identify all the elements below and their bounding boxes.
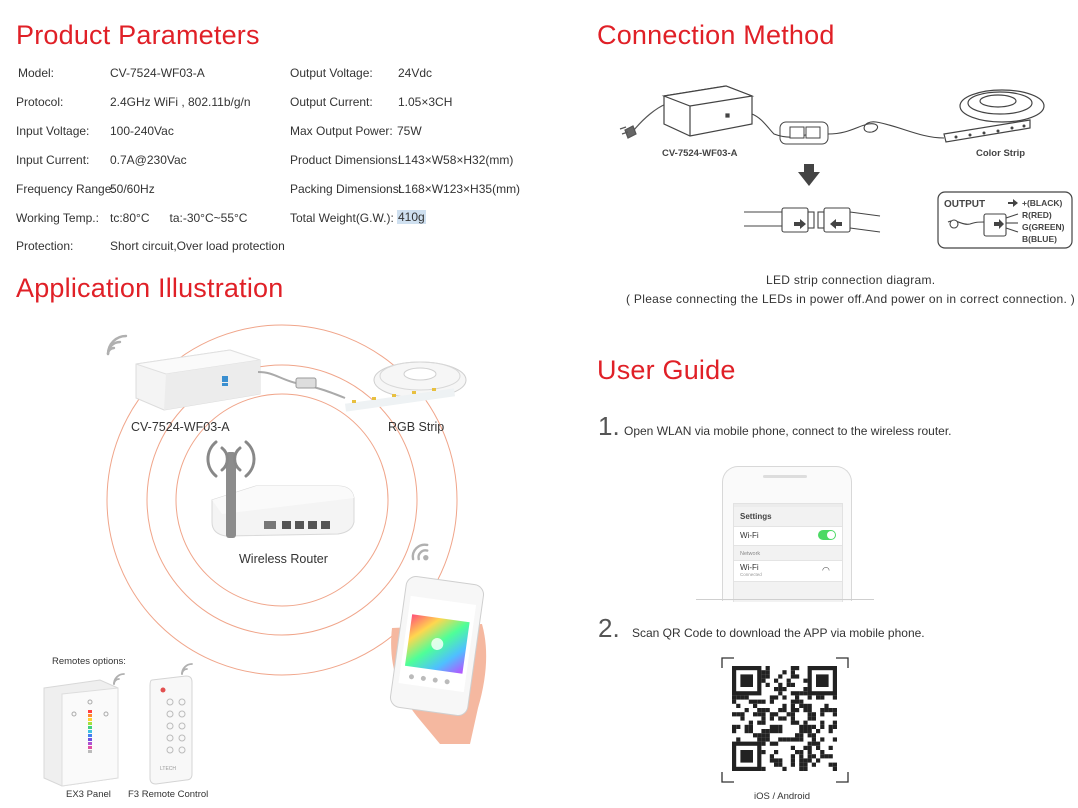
param-label-input-voltage: Input Voltage: (16, 124, 90, 138)
controller-box-image (135, 349, 261, 411)
connection-controller-label: CV-7524-WF03-A (662, 148, 738, 159)
user-guide-heading: User Guide (597, 355, 736, 385)
remotes-wifi-icon (113, 673, 125, 685)
network-row[interactable]: Wi-Fi Connected ◠ (734, 560, 842, 582)
param-label-protocol: Protocol: (16, 95, 64, 109)
illustration-controller-label: CV-7524-WF03-A (131, 420, 230, 434)
router-image (211, 452, 355, 538)
remotes-options-title: Remotes options: (52, 656, 126, 667)
connection-note: ( Please connecting the LEDs in power of… (626, 292, 1076, 306)
output-pin-black: +(BLACK) (1022, 198, 1063, 208)
param-label-packing-dimensions: Packing Dimensions: (290, 182, 403, 196)
router-wifi-icon (206, 440, 256, 478)
param-value-protocol: 2.4GHz WiFi , 802.11b/g/n (110, 95, 251, 109)
signal-circle-mid (146, 364, 418, 636)
power-adapter-image (661, 85, 755, 137)
illustration-router-label: Wireless Router (239, 552, 328, 566)
param-value-total-weight: 410g (397, 210, 426, 224)
f3-remote-image (149, 675, 193, 785)
output-pin-red: R(RED) (1022, 210, 1052, 220)
network-label: Network (740, 551, 761, 557)
connection-method-heading: Connection Method (597, 20, 835, 50)
step-2-number: 2. (598, 613, 620, 643)
param-value-max-output-power: 75W (397, 124, 422, 138)
param-label-max-output-power: Max Output Power: (290, 124, 393, 138)
step-1-number: 1. (598, 411, 620, 441)
arrow-down-icon (798, 164, 820, 186)
param-label-frequency-range: Frequency Range: (16, 182, 115, 196)
output-pin-green: G(GREEN) (1022, 222, 1065, 232)
phone-speaker (763, 475, 807, 478)
settings-title: Settings (740, 512, 772, 521)
param-label-model: Model: (18, 66, 55, 80)
param-label-output-current: Output Current: (290, 95, 373, 109)
qr-caption: iOS / Android (754, 791, 810, 802)
ex3-panel-image (43, 679, 119, 787)
wifi-toggle[interactable] (818, 530, 836, 540)
phone-settings-mockup: Settings Wi-Fi Network Wi-Fi Connected ◠ (722, 466, 852, 602)
color-strip-image (943, 89, 1045, 143)
param-value-working-temp: tc:80°C ta:-30°C~55°C (110, 211, 248, 225)
param-value-output-current: 1.05×3CH (398, 95, 453, 109)
rgb-strip-image (344, 361, 467, 412)
step-1-text: Open WLAN via mobile phone, connect to t… (624, 424, 952, 438)
wifi-icon (106, 334, 128, 356)
application-illustration-heading: Application Illustration (16, 273, 284, 303)
phone-screen: Settings Wi-Fi Network Wi-Fi Connected ◠ (733, 503, 843, 602)
signal-circle-outer (106, 324, 458, 676)
output-title: OUTPUT (944, 199, 986, 210)
connection-caption: LED strip connection diagram. (766, 273, 936, 287)
step-2-text: Scan QR Code to download the APP via mob… (632, 626, 925, 640)
param-value-input-current: 0.7A@230Vac (110, 153, 187, 167)
param-label-working-temp: Working Temp.: (16, 211, 99, 225)
device-mark: LTECH (160, 766, 177, 772)
param-label-product-dimensions: Product Dimensions: (290, 153, 401, 167)
signal-circle-inner (175, 393, 389, 607)
wifi-signal-icon: ◠ (822, 565, 830, 575)
f3-remote-label: F3 Remote Control (128, 789, 209, 800)
param-value-protection: Short circuit,Over load protection (110, 239, 285, 253)
wifi-row[interactable]: Wi-Fi (734, 526, 842, 546)
phone-app-image (389, 576, 487, 744)
param-label-protection: Protection: (16, 239, 74, 253)
phone-divider (696, 599, 874, 600)
output-arrow-icon (994, 199, 1018, 229)
remote-wifi-icon (181, 663, 193, 675)
network-name: Wi-Fi (740, 563, 759, 572)
illustration-strip-label: RGB Strip (388, 420, 445, 434)
param-value-product-dimensions: L143×W58×H32(mm) (398, 153, 514, 167)
param-label-input-current: Input Current: (16, 153, 90, 167)
param-value-packing-dimensions: L168×W123×H35(mm) (398, 182, 521, 196)
wifi-label: Wi-Fi (740, 531, 759, 540)
network-status: Connected (740, 572, 762, 577)
param-label-total-weight: Total Weight(G.W.): (290, 211, 394, 225)
arrow-left-icon (830, 219, 842, 229)
param-label-output-voltage: Output Voltage: (290, 66, 373, 80)
ex3-panel-label: EX3 Panel (66, 789, 111, 800)
param-value-model: CV-7524-WF03-A (110, 66, 205, 80)
arrow-right-icon (794, 219, 806, 229)
product-parameters-heading: Product Parameters (16, 20, 260, 50)
output-pin-blue: B(BLUE) (1022, 234, 1057, 244)
param-value-frequency-range: 50/60Hz (110, 182, 155, 196)
connection-strip-label: Color Strip (976, 148, 1026, 159)
param-value-output-voltage: 24Vdc (398, 66, 433, 80)
phone-wifi-icon (411, 543, 429, 561)
param-value-input-voltage: 100-240Vac (110, 124, 174, 138)
